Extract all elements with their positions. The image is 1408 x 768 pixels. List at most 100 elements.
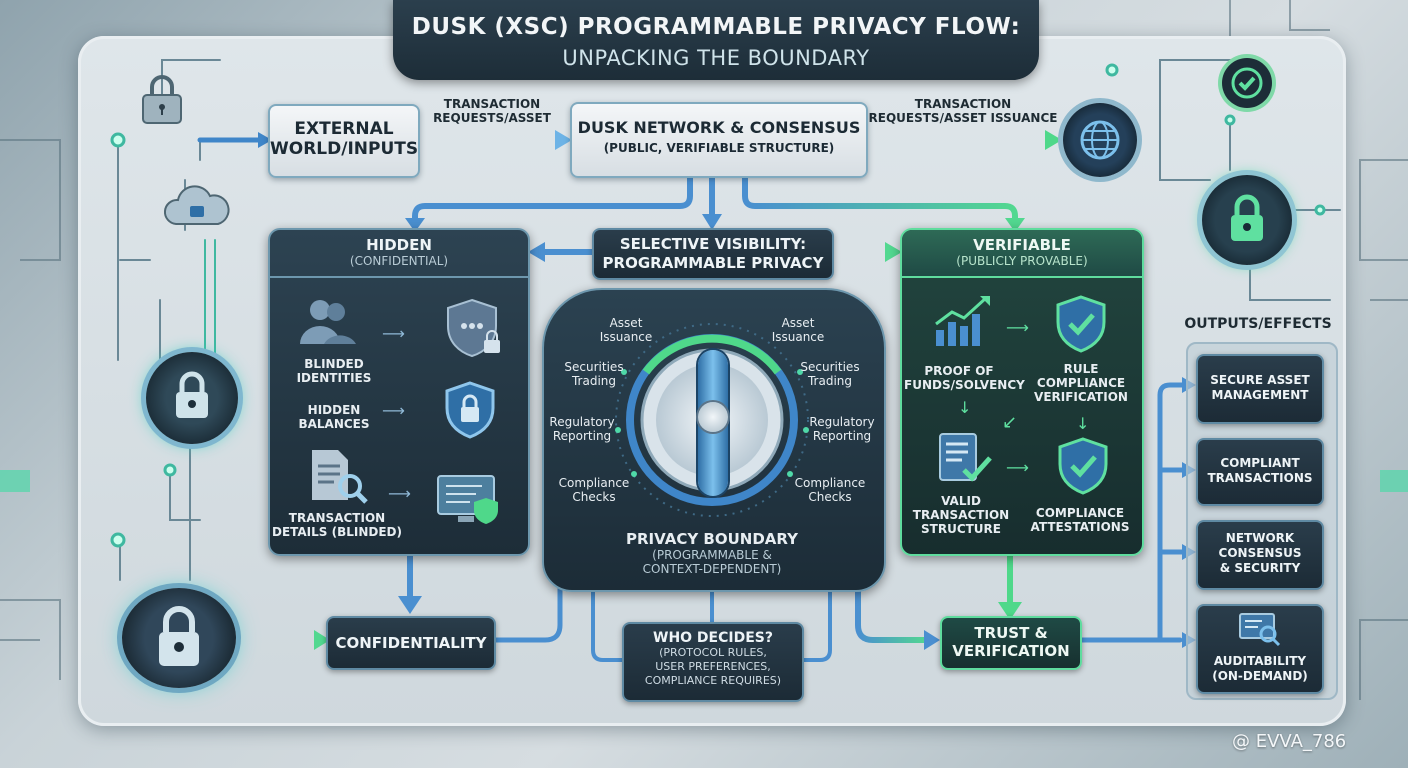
output-item-3: NETWORK CONSENSUS & SECURITY	[1196, 520, 1324, 590]
dial-right-3-line2: Reporting	[812, 429, 872, 443]
watermark: @ EVVA_786	[1232, 731, 1402, 752]
shield-check-icon	[1052, 294, 1110, 358]
verifiable-item-3-line2: TRANSACTION	[912, 508, 1010, 522]
hidden-item-1: BLINDED IDENTITIES	[274, 357, 394, 385]
dial-left-3-line2: Reporting	[552, 429, 612, 443]
dial-left-2: Securities Trading	[556, 360, 632, 388]
arrow-down-icon: ↓	[1076, 414, 1090, 433]
arrow2-label: TRANSACTION REQUESTS/ASSET ISSUANCE	[868, 97, 1058, 125]
hidden-item-3-line1: TRANSACTION	[288, 511, 386, 525]
selective-line1: SELECTIVE VISIBILITY:	[619, 235, 807, 253]
dial-right-1-line1: Asset	[781, 316, 815, 330]
dial-left-4-line2: Checks	[572, 490, 616, 504]
title-line2: UNPACKING THE BOUNDARY	[562, 46, 870, 70]
trust-verification-box: TRUST & VERIFICATION	[940, 616, 1082, 670]
dial-left-4: Compliance Checks	[554, 476, 634, 504]
verifiable-item-2: RULE COMPLIANCE VERIFICATION	[1026, 362, 1136, 404]
dial-right-4-line1: Compliance	[794, 476, 866, 490]
dial-right-2-line1: Securities	[800, 360, 860, 374]
verifiable-panel: VERIFIABLE (PUBLICLY PROVABLE) PROOF OF …	[900, 228, 1144, 556]
confidentiality-label: CONFIDENTIALITY	[335, 634, 487, 652]
verifiable-title: VERIFIABLE	[973, 236, 1071, 254]
trust-line2: VERIFICATION	[952, 642, 1070, 660]
dial-right-1-line2: Issuance	[771, 330, 825, 344]
output-item-1-line1: SECURE ASSET	[1210, 373, 1310, 387]
users-icon	[298, 296, 356, 350]
who-decides-line4: COMPLIANCE REQUIRES)	[644, 674, 782, 687]
globe-icon	[1063, 103, 1137, 177]
lock-node-icon	[146, 352, 238, 444]
dial-right-2-line2: Trading	[807, 374, 853, 388]
hidden-item-1-line1: BLINDED	[304, 357, 364, 371]
arrow2-line2: REQUESTS/ASSET ISSUANCE	[868, 111, 1058, 125]
outputs-title: OUTPUTS/EFFECTS	[1184, 316, 1332, 332]
dial-right-2: Securities Trading	[792, 360, 868, 388]
dusk-title: DUSK NETWORK & CONSENSUS	[577, 118, 861, 137]
output-item-2: COMPLIANT TRANSACTIONS	[1196, 438, 1324, 506]
arrow-right-icon: ⟶	[1006, 458, 1029, 477]
arrow-down-icon: ↓	[958, 398, 972, 417]
lock-main-icon	[122, 588, 236, 688]
verifiable-item-2-line1: RULE	[1063, 362, 1099, 376]
hidden-item-2: HIDDEN BALANCES	[274, 403, 394, 431]
verifiable-item-1-line1: PROOF OF	[924, 364, 994, 378]
hidden-item-2-line2: BALANCES	[298, 417, 370, 431]
arrow-right-icon: ⟶	[388, 484, 411, 503]
verifiable-item-1-line2: FUNDS/SOLVENCY	[904, 378, 1025, 392]
verifiable-item-4-line1: COMPLIANCE	[1035, 506, 1125, 520]
lock-green-icon	[1202, 175, 1292, 265]
dial-left-1-line2: Issuance	[599, 330, 653, 344]
selective-visibility-box: SELECTIVE VISIBILITY: PROGRAMMABLE PRIVA…	[592, 228, 834, 280]
checklist-icon	[936, 430, 994, 492]
arrow-diagonal-icon: ↙	[1002, 412, 1018, 433]
verifiable-item-2-line3: VERIFICATION	[1034, 390, 1128, 404]
dial-left-2-line2: Trading	[571, 374, 617, 388]
hidden-title: HIDDEN	[366, 236, 432, 254]
title-banner: DUSK (XSC) PROGRAMMABLE PRIVACY FLOW: UN…	[393, 0, 1039, 80]
arrow-right-icon: ⟶	[382, 324, 405, 343]
hidden-item-1-line2: IDENTITIES	[296, 371, 372, 385]
dial-left-1: Asset Issuance	[590, 316, 662, 344]
hidden-subtitle: (CONFIDENTIAL)	[349, 254, 449, 268]
shield-check-icon	[1054, 436, 1112, 500]
dial-right-1: Asset Issuance	[762, 316, 834, 344]
who-decides-title: WHO DECIDES?	[653, 630, 773, 646]
output-item-2-line1: COMPLIANT	[1220, 456, 1300, 470]
output-item-2-line2: TRANSACTIONS	[1207, 471, 1313, 485]
confidentiality-box: CONFIDENTIALITY	[326, 616, 496, 670]
output-item-3-line2: CONSENSUS	[1218, 546, 1302, 560]
dial-center-icon	[698, 402, 728, 432]
external-inputs-box: EXTERNAL WORLD/INPUTS	[268, 104, 420, 178]
external-line1: EXTERNAL	[294, 119, 394, 139]
dial-left-2-line1: Securities	[564, 360, 624, 374]
dial-left-1-line1: Asset	[609, 316, 643, 330]
hidden-item-3-line2: DETAILS (BLINDED)	[271, 525, 403, 539]
output-item-1: SECURE ASSET MANAGEMENT	[1196, 354, 1324, 424]
who-decides-line3: USER PREFERENCES,	[655, 660, 771, 673]
dial-right-4-line2: Checks	[808, 490, 852, 504]
boundary-sub2: CONTEXT-DEPENDENT)	[642, 562, 782, 576]
arrow1-line1: TRANSACTION	[443, 97, 541, 111]
dial-left-3-line1: Regulatory	[549, 415, 615, 429]
verifiable-item-4: COMPLIANCE ATTESTATIONS	[1020, 506, 1140, 534]
arrow1-label: TRANSACTION REQUESTS/ASSET	[424, 97, 560, 125]
arrow-right-icon: ⟶	[1006, 318, 1029, 337]
arrow1-line2: REQUESTS/ASSET	[433, 111, 551, 125]
hidden-item-3: TRANSACTION DETAILS (BLINDED)	[270, 511, 404, 539]
output-item-3-line1: NETWORK	[1225, 531, 1295, 545]
output-item-3-line3: & SECURITY	[1219, 561, 1301, 575]
output-item-1-line2: MANAGEMENT	[1211, 388, 1309, 402]
boundary-title: PRIVACY BOUNDARY	[626, 530, 798, 548]
dusk-network-box: DUSK NETWORK & CONSENSUS (PUBLIC, VERIFI…	[570, 102, 868, 178]
verifiable-item-2-line2: COMPLIANCE	[1036, 376, 1126, 390]
output-item-4-line2: (ON-DEMAND)	[1212, 669, 1308, 683]
output-item-4-line1: AUDITABILITY	[1213, 654, 1307, 668]
boundary-sub1: (PROGRAMMABLE &	[652, 548, 772, 562]
hidden-panel: HIDDEN (CONFIDENTIAL) BLINDED IDENTITIES…	[268, 228, 530, 556]
dial-right-4: Compliance Checks	[788, 476, 872, 504]
monitor-search-icon	[1238, 612, 1282, 652]
verifiable-item-3-line1: VALID	[941, 494, 981, 508]
title-line1: DUSK (XSC) PROGRAMMABLE PRIVACY FLOW:	[411, 14, 1021, 40]
